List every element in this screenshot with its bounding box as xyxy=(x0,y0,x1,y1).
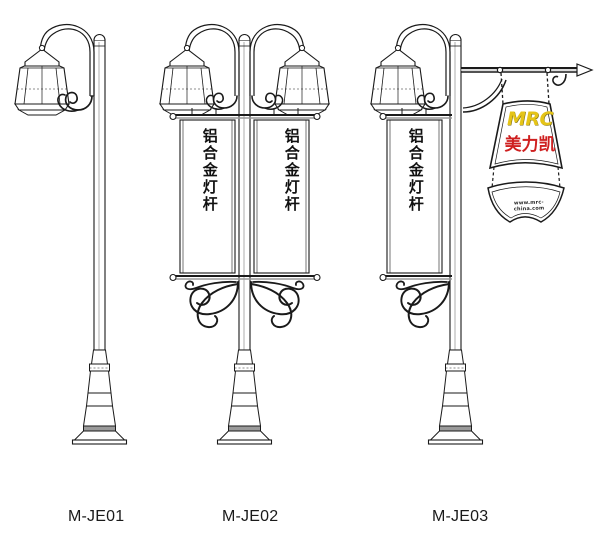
lamp-post-m-je01 xyxy=(14,23,128,445)
banner-panel-3 xyxy=(386,119,443,274)
gooseneck-arm-3 xyxy=(395,23,451,96)
pole-shaft-1 xyxy=(93,34,106,351)
sign-brand-latin: MRC xyxy=(507,108,553,130)
gooseneck-arm-2-left xyxy=(184,23,240,96)
sign-footer-chains xyxy=(491,166,561,189)
model-label-row: M-JE01 M-JE02 M-JE03 xyxy=(0,508,615,548)
scroll-ornament-2-right xyxy=(251,92,284,110)
banner-panel-2-left xyxy=(179,119,236,274)
scroll-ornament-2-left xyxy=(205,92,238,110)
lantern-3 xyxy=(370,44,426,116)
banner-rail-3-bottom xyxy=(379,273,452,282)
banner-text-m-je02-left: 铝合金灯杆 xyxy=(200,128,219,213)
banner-rail-2-bottom xyxy=(169,273,321,282)
lantern-2-right xyxy=(274,44,330,116)
banner-rail-2-top xyxy=(169,108,321,121)
pole-base-3 xyxy=(427,349,484,445)
scroll-ornament-3 xyxy=(416,92,449,110)
sign-chain-right xyxy=(544,66,552,105)
ornament-bracket-2-left xyxy=(184,280,239,329)
pole-base-2 xyxy=(216,349,273,445)
scroll-ornament-1 xyxy=(57,91,93,112)
sign-chain-left xyxy=(496,66,504,105)
sign-footer-url: www.mrc-china.com xyxy=(513,199,545,213)
sign-brand-chinese: 美力凯 xyxy=(504,135,556,155)
ornament-bracket-2-right xyxy=(250,280,305,329)
banner-panel-2-right xyxy=(253,119,310,274)
pole-shaft-3 xyxy=(449,34,462,351)
hanging-sign-footer-plate xyxy=(487,181,565,223)
ornament-bracket-3 xyxy=(395,280,450,329)
hanging-sign-board xyxy=(488,100,564,170)
model-label-m-je01: M-JE01 xyxy=(68,508,125,525)
banner-text-m-je02-right: 铝合金灯杆 xyxy=(282,128,301,213)
sign-arm-3 xyxy=(461,63,594,113)
pole-base-1 xyxy=(71,349,128,445)
model-label-m-je02: M-JE02 xyxy=(222,508,279,525)
banner-text-m-je03: 铝合金灯杆 xyxy=(406,128,425,213)
model-label-m-je03: M-JE03 xyxy=(432,508,489,525)
lamp-post-m-je02 xyxy=(159,23,330,445)
lantern-2-left xyxy=(159,44,215,116)
lantern-1 xyxy=(14,44,70,116)
banner-rail-3-top xyxy=(379,108,452,121)
gooseneck-arm-2-right xyxy=(249,23,305,96)
pole-shaft-2 xyxy=(238,34,251,351)
lamp-post-m-je03 xyxy=(370,23,594,445)
